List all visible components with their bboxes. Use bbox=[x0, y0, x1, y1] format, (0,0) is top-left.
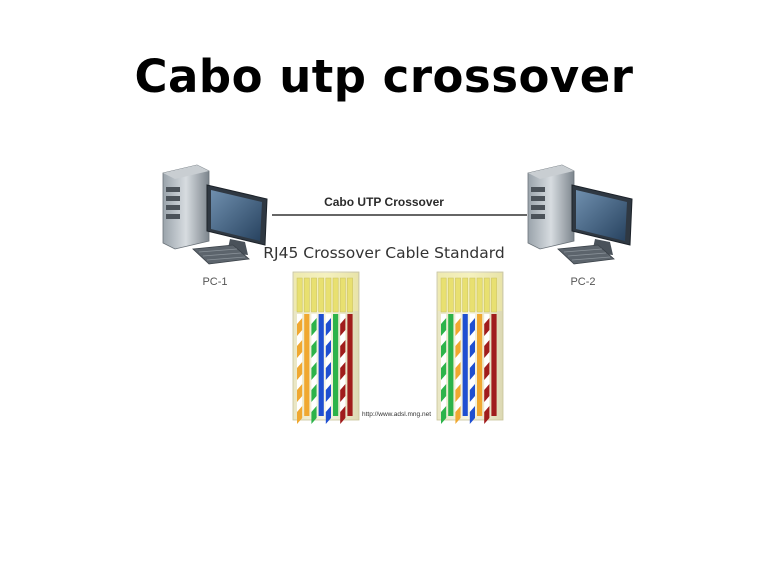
right-wire-2-green bbox=[448, 314, 454, 416]
left-pin-3 bbox=[311, 277, 317, 313]
left-pin-1 bbox=[296, 277, 303, 313]
left-pin-6 bbox=[332, 277, 339, 313]
right-pin-5 bbox=[469, 277, 476, 313]
rj45-connector-left bbox=[292, 271, 360, 424]
left-pin-7 bbox=[339, 277, 346, 313]
standard-title: RJ45 Crossover Cable Standard bbox=[263, 244, 505, 262]
right-pin-2 bbox=[447, 277, 454, 313]
slide-title: Cabo utp crossover bbox=[134, 50, 634, 103]
left-wire-4-blue bbox=[318, 314, 324, 416]
left-wire-6-green bbox=[333, 314, 339, 416]
right-wire-6-orange bbox=[477, 314, 483, 416]
left-pin-4 bbox=[318, 277, 325, 313]
left-wire-2-orange bbox=[304, 314, 310, 416]
right-pin-1 bbox=[440, 277, 447, 313]
pc-2-icon bbox=[527, 164, 633, 265]
right-pin-7 bbox=[483, 277, 490, 313]
left-wire-7-white-brown bbox=[340, 314, 346, 416]
pc-2-label: PC-2 bbox=[570, 276, 596, 288]
right-wire-7-white-brown bbox=[484, 314, 490, 416]
left-pin-5 bbox=[325, 277, 332, 313]
pc-1-label: PC-1 bbox=[202, 276, 228, 288]
right-wire-4-blue bbox=[462, 314, 468, 416]
right-wire-5-white-blue bbox=[469, 314, 475, 416]
right-wire-8-brown bbox=[491, 314, 497, 416]
rj45-connector-right bbox=[436, 271, 504, 424]
left-wire-5-white-blue bbox=[325, 314, 331, 416]
right-pin-4 bbox=[462, 277, 469, 313]
right-pin-8 bbox=[491, 277, 497, 313]
right-pin-3 bbox=[455, 277, 461, 313]
source-url: http://www.adsl.mng.net bbox=[362, 411, 432, 418]
left-wire-8-brown bbox=[347, 314, 353, 416]
right-pin-6 bbox=[476, 277, 483, 313]
pc-1-icon bbox=[162, 164, 268, 265]
left-pin-8 bbox=[347, 277, 353, 313]
cable-label: Cabo UTP Crossover bbox=[324, 195, 444, 209]
left-pin-2 bbox=[303, 277, 310, 313]
